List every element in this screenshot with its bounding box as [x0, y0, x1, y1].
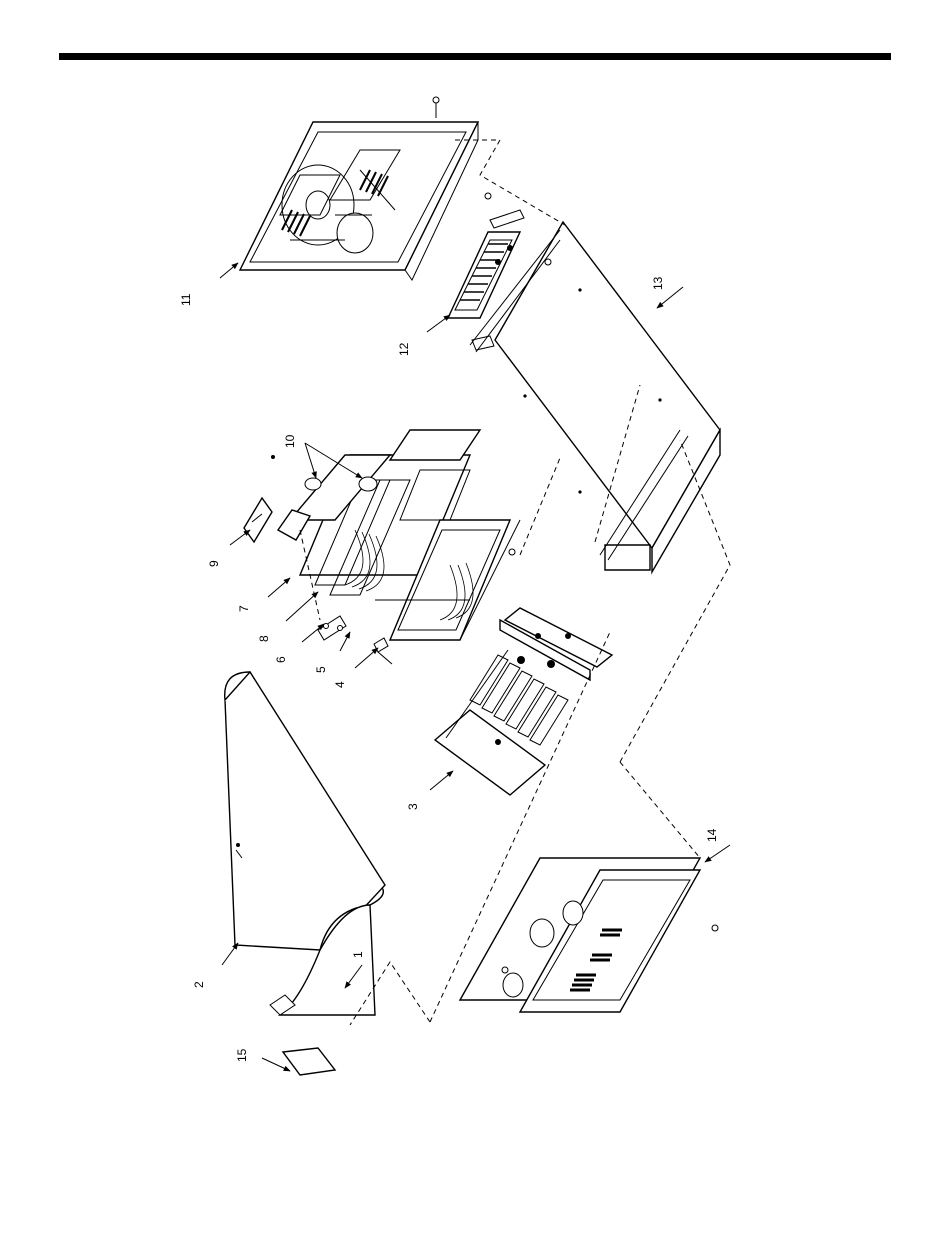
warning-label: [283, 1048, 335, 1075]
rear-panel-fan-assembly: [240, 97, 478, 280]
cover-plate: [244, 498, 310, 542]
callout-14: 14: [705, 828, 719, 842]
callout-5: 5: [314, 666, 328, 673]
callout-9: 9: [207, 560, 221, 567]
callout-12: 12: [397, 342, 411, 356]
callout-10: 10: [283, 434, 297, 448]
callout-4: 4: [333, 681, 347, 688]
callout-15: 15: [235, 1048, 249, 1062]
top-cover: [225, 672, 385, 1015]
terminal-strip: [448, 193, 524, 318]
callout-3: 3: [406, 803, 420, 810]
front-panel: [460, 858, 718, 1012]
small-hardware: [318, 616, 392, 664]
callout-1: 1: [351, 951, 365, 958]
callout-6: 6: [274, 656, 288, 663]
callout-13: 13: [651, 276, 665, 290]
callout-2: 2: [192, 981, 206, 988]
callout-7: 7: [237, 605, 251, 612]
callout-11: 11: [179, 293, 193, 306]
main-transformer: [300, 430, 520, 640]
callout-8: 8: [257, 635, 271, 642]
